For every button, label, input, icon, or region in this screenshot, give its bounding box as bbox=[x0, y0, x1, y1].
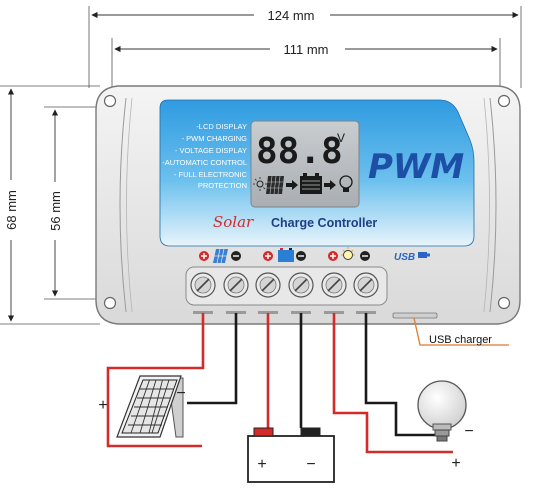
wire-solar-negative bbox=[187, 313, 238, 405]
mounting-hole-icon bbox=[103, 94, 117, 108]
battery-icon bbox=[278, 248, 294, 262]
terminal-screw[interactable] bbox=[190, 272, 216, 298]
lamp-negative-sign: − bbox=[464, 423, 473, 440]
wiring bbox=[106, 313, 453, 454]
battery-negative-sign: − bbox=[306, 456, 315, 473]
minus-icon bbox=[360, 251, 370, 261]
feature-pwm-charging: - PWM CHARGING bbox=[182, 134, 248, 143]
plus-icon bbox=[328, 251, 338, 261]
lcd-display: 88.8 V bbox=[250, 120, 360, 208]
dimension-label-111: 111 mm bbox=[283, 42, 328, 57]
solar-panel-lcd-icon bbox=[266, 175, 284, 195]
usb-port[interactable] bbox=[392, 312, 438, 319]
dimension-label-56: 56 mm bbox=[48, 191, 63, 231]
dimension-hole-width: 111 mm bbox=[111, 38, 501, 88]
feature-full-electronic: - FULL ELECTRONIC bbox=[174, 170, 248, 179]
lamp-positive-sign: + bbox=[451, 455, 460, 472]
terminal-screw[interactable] bbox=[223, 272, 249, 298]
arrow-right-icon bbox=[324, 180, 336, 190]
feature-lcd-display: -LCD DISPLAY bbox=[196, 122, 247, 131]
lamp bbox=[417, 380, 467, 442]
minus-icon bbox=[231, 251, 241, 261]
wire-entry-slots bbox=[193, 311, 376, 314]
svg-text:USB: USB bbox=[394, 252, 415, 263]
sun-icon bbox=[253, 177, 267, 191]
terminal-icons-row: USB bbox=[199, 247, 430, 264]
charge-controller-label: Charge Controller bbox=[271, 216, 377, 230]
dimension-total-height: 68 mm bbox=[0, 85, 100, 325]
mounting-hole-icon bbox=[497, 296, 511, 310]
feature-automatic-control: -AUTOMATIC CONTROL bbox=[162, 158, 247, 167]
solar-wordmark: Solar bbox=[213, 213, 254, 231]
battery bbox=[247, 427, 335, 483]
terminal-screw[interactable] bbox=[353, 272, 379, 298]
feature-list: -LCD DISPLAY - PWM CHARGING - VOLTAGE DI… bbox=[162, 122, 247, 190]
mounting-hole-icon bbox=[103, 296, 117, 310]
dimension-total-width: 124 mm bbox=[88, 6, 522, 88]
terminal-screw[interactable] bbox=[288, 272, 314, 298]
battery-positive-sign: + bbox=[257, 456, 266, 473]
dimension-hole-height: 56 mm bbox=[44, 106, 100, 300]
dimension-label-68: 68 mm bbox=[4, 190, 19, 230]
terminal-block bbox=[185, 266, 388, 306]
wire-load-positive bbox=[332, 313, 453, 454]
usb-charger-callout: USB charger bbox=[413, 317, 509, 346]
lamp-lcd-icon bbox=[339, 175, 353, 192]
feature-voltage-display: - VOLTAGE DISPLAY bbox=[175, 146, 247, 155]
solar-positive-sign: + bbox=[98, 397, 107, 414]
terminal-screw[interactable] bbox=[321, 272, 347, 298]
lcd-reading: 88.8 bbox=[256, 131, 343, 172]
usb-logo: USB bbox=[394, 252, 430, 263]
minus-icon bbox=[296, 251, 306, 261]
terminal-screw[interactable] bbox=[255, 272, 281, 298]
plus-icon bbox=[199, 251, 209, 261]
dimension-label-124: 124 mm bbox=[268, 8, 315, 23]
solar-panel bbox=[116, 375, 184, 438]
usb-charger-label: USB charger bbox=[429, 334, 492, 346]
solar-panel-icon bbox=[213, 248, 228, 264]
plus-icon bbox=[263, 251, 273, 261]
arrow-right-icon bbox=[286, 180, 298, 190]
battery-lcd-icon bbox=[300, 173, 322, 194]
mounting-hole-icon bbox=[497, 94, 511, 108]
solar-negative-sign: − bbox=[176, 385, 185, 402]
lightbulb-icon bbox=[341, 247, 355, 260]
pwm-logo: PWM bbox=[368, 147, 464, 187]
wire-load-negative bbox=[364, 313, 437, 437]
wire-solar-positive bbox=[106, 313, 205, 448]
feature-protection: PROTECTION bbox=[198, 181, 247, 190]
lcd-unit: V bbox=[337, 131, 345, 145]
